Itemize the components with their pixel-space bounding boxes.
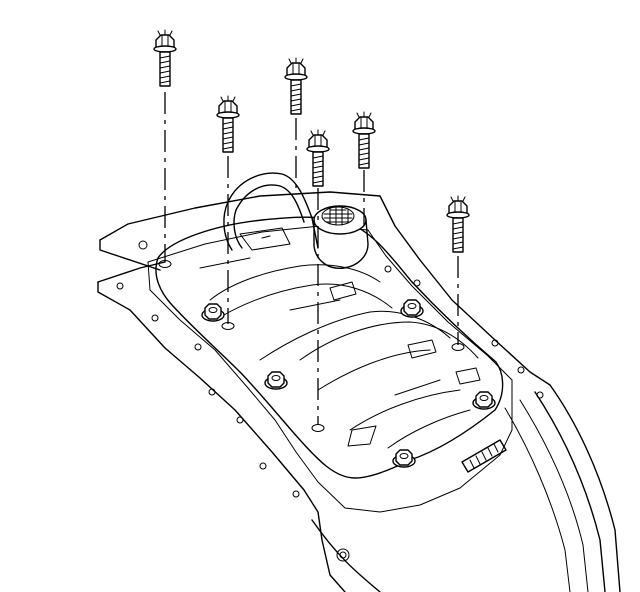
nut-1 xyxy=(201,303,225,322)
bolt-2 xyxy=(216,95,240,153)
bolt-holes xyxy=(158,260,465,432)
nut-3 xyxy=(400,299,424,318)
oil-pan-baffle xyxy=(155,216,504,479)
bolt-center-lines xyxy=(164,92,459,425)
bolt-4 xyxy=(306,129,330,187)
bolt-5 xyxy=(352,111,376,169)
bolt-6 xyxy=(446,195,470,253)
bolt-3 xyxy=(284,57,308,115)
nut-5 xyxy=(392,449,416,468)
nut-2 xyxy=(264,371,288,390)
oil-pickup-tube xyxy=(223,172,369,269)
bolt-1 xyxy=(153,29,177,87)
nut-4 xyxy=(472,391,496,410)
engine-block-outline xyxy=(97,191,621,592)
wire-clip xyxy=(461,439,507,473)
